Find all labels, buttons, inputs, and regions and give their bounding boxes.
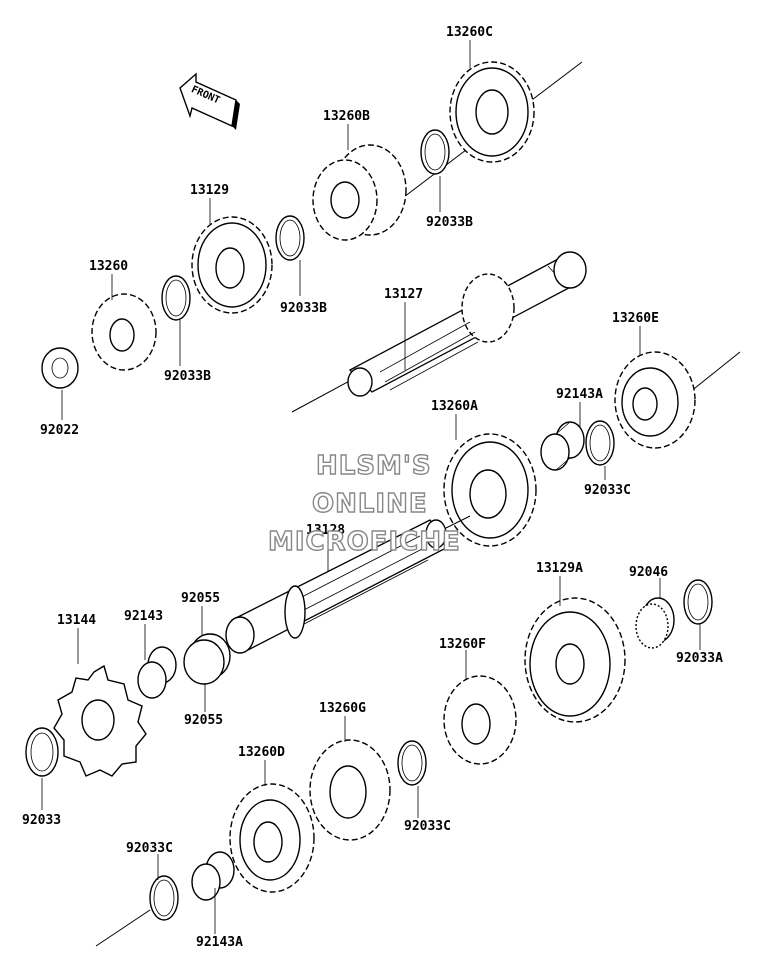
part-label-92143a-lower: 92143A — [196, 935, 243, 950]
part-label-92143a-upper: 92143A — [556, 387, 603, 402]
part-label-92143: 92143 — [124, 609, 163, 624]
lower-axis-line — [95, 909, 151, 947]
part-label-13127: 13127 — [384, 287, 423, 302]
watermark-line-3: MICROFICHE — [268, 527, 461, 557]
gear-13260f — [443, 675, 517, 765]
snap-ring-92033a — [683, 579, 713, 625]
gear-13260g — [309, 739, 391, 841]
bushing-92143a-lower — [191, 851, 235, 901]
part-label-13129: 13129 — [190, 183, 229, 198]
washer-92022 — [41, 347, 79, 389]
shaft-13127 — [347, 251, 587, 397]
gear-13129 — [191, 216, 273, 314]
sprocket-13144 — [53, 664, 147, 777]
part-label-13260d: 13260D — [238, 745, 285, 760]
leader-lines — [41, 40, 701, 934]
gear-13129a — [524, 597, 626, 723]
gear-13260a — [443, 433, 537, 547]
part-label-13128: 13128 — [306, 523, 345, 538]
part-label-13260a: 13260A — [431, 399, 478, 414]
part-label-13260b: 13260B — [323, 109, 370, 124]
part-label-13260g: 13260G — [319, 701, 366, 716]
oring-92055 — [183, 633, 231, 685]
part-label-92033b-lower: 92033B — [164, 369, 211, 384]
front-arrow-icon: FRONT — [179, 72, 240, 130]
part-label-13144: 13144 — [57, 613, 96, 628]
part-label-92033b-middle: 92033B — [280, 301, 327, 316]
part-label-92033c-middle: 92033C — [404, 819, 451, 834]
part-label-92055-top: 92055 — [181, 591, 220, 606]
needle-bearing-92046 — [635, 597, 675, 649]
part-label-13260f: 13260F — [439, 637, 486, 652]
part-label-92055-bottom: 92055 — [184, 713, 223, 728]
watermark-line-1: HLSM'S — [316, 451, 432, 481]
shaft-13127-axis — [291, 377, 356, 413]
watermark-line-2: ONLINE — [312, 489, 428, 519]
gear-13260e — [614, 351, 696, 449]
part-label-13260: 13260 — [89, 259, 128, 274]
part-label-92033c-lower: 92033C — [126, 841, 173, 856]
right-axis-line — [689, 351, 741, 393]
bushing-92143 — [137, 646, 177, 699]
gear-13260b — [312, 144, 407, 241]
watermark: HLSM'S ONLINE MICROFICHE — [267, 450, 461, 557]
snap-ring-92033b-middle — [275, 215, 305, 261]
gear-13260c — [449, 61, 535, 163]
part-label-13260c: 13260C — [446, 25, 493, 40]
snap-ring-92033c-right — [585, 420, 615, 466]
part-label-92033b-top: 92033B — [426, 215, 473, 230]
part-label-92033c-right: 92033C — [584, 483, 631, 498]
part-labels: 13260C 13260B 92033B 13129 92033B 13260 … — [22, 25, 723, 950]
part-label-13129a: 13129A — [536, 561, 583, 576]
snap-ring-92033 — [25, 727, 59, 777]
gear-13260 — [91, 293, 157, 371]
snap-ring-92033b-top — [420, 129, 450, 175]
part-label-13260e: 13260E — [612, 311, 659, 326]
snap-ring-92033c-lower — [149, 875, 179, 921]
shaft-13128-axis — [445, 515, 471, 529]
bushing-92143a-upper — [540, 421, 585, 471]
part-label-92033a: 92033A — [676, 651, 723, 666]
snap-ring-92033b-lower — [161, 275, 191, 321]
part-label-92046: 92046 — [629, 565, 668, 580]
part-label-92033: 92033 — [22, 813, 61, 828]
gear-13260d — [229, 783, 315, 893]
snap-ring-92033c-middle — [397, 740, 427, 786]
part-label-92022: 92022 — [40, 423, 79, 438]
shaft-13128 — [225, 519, 447, 654]
